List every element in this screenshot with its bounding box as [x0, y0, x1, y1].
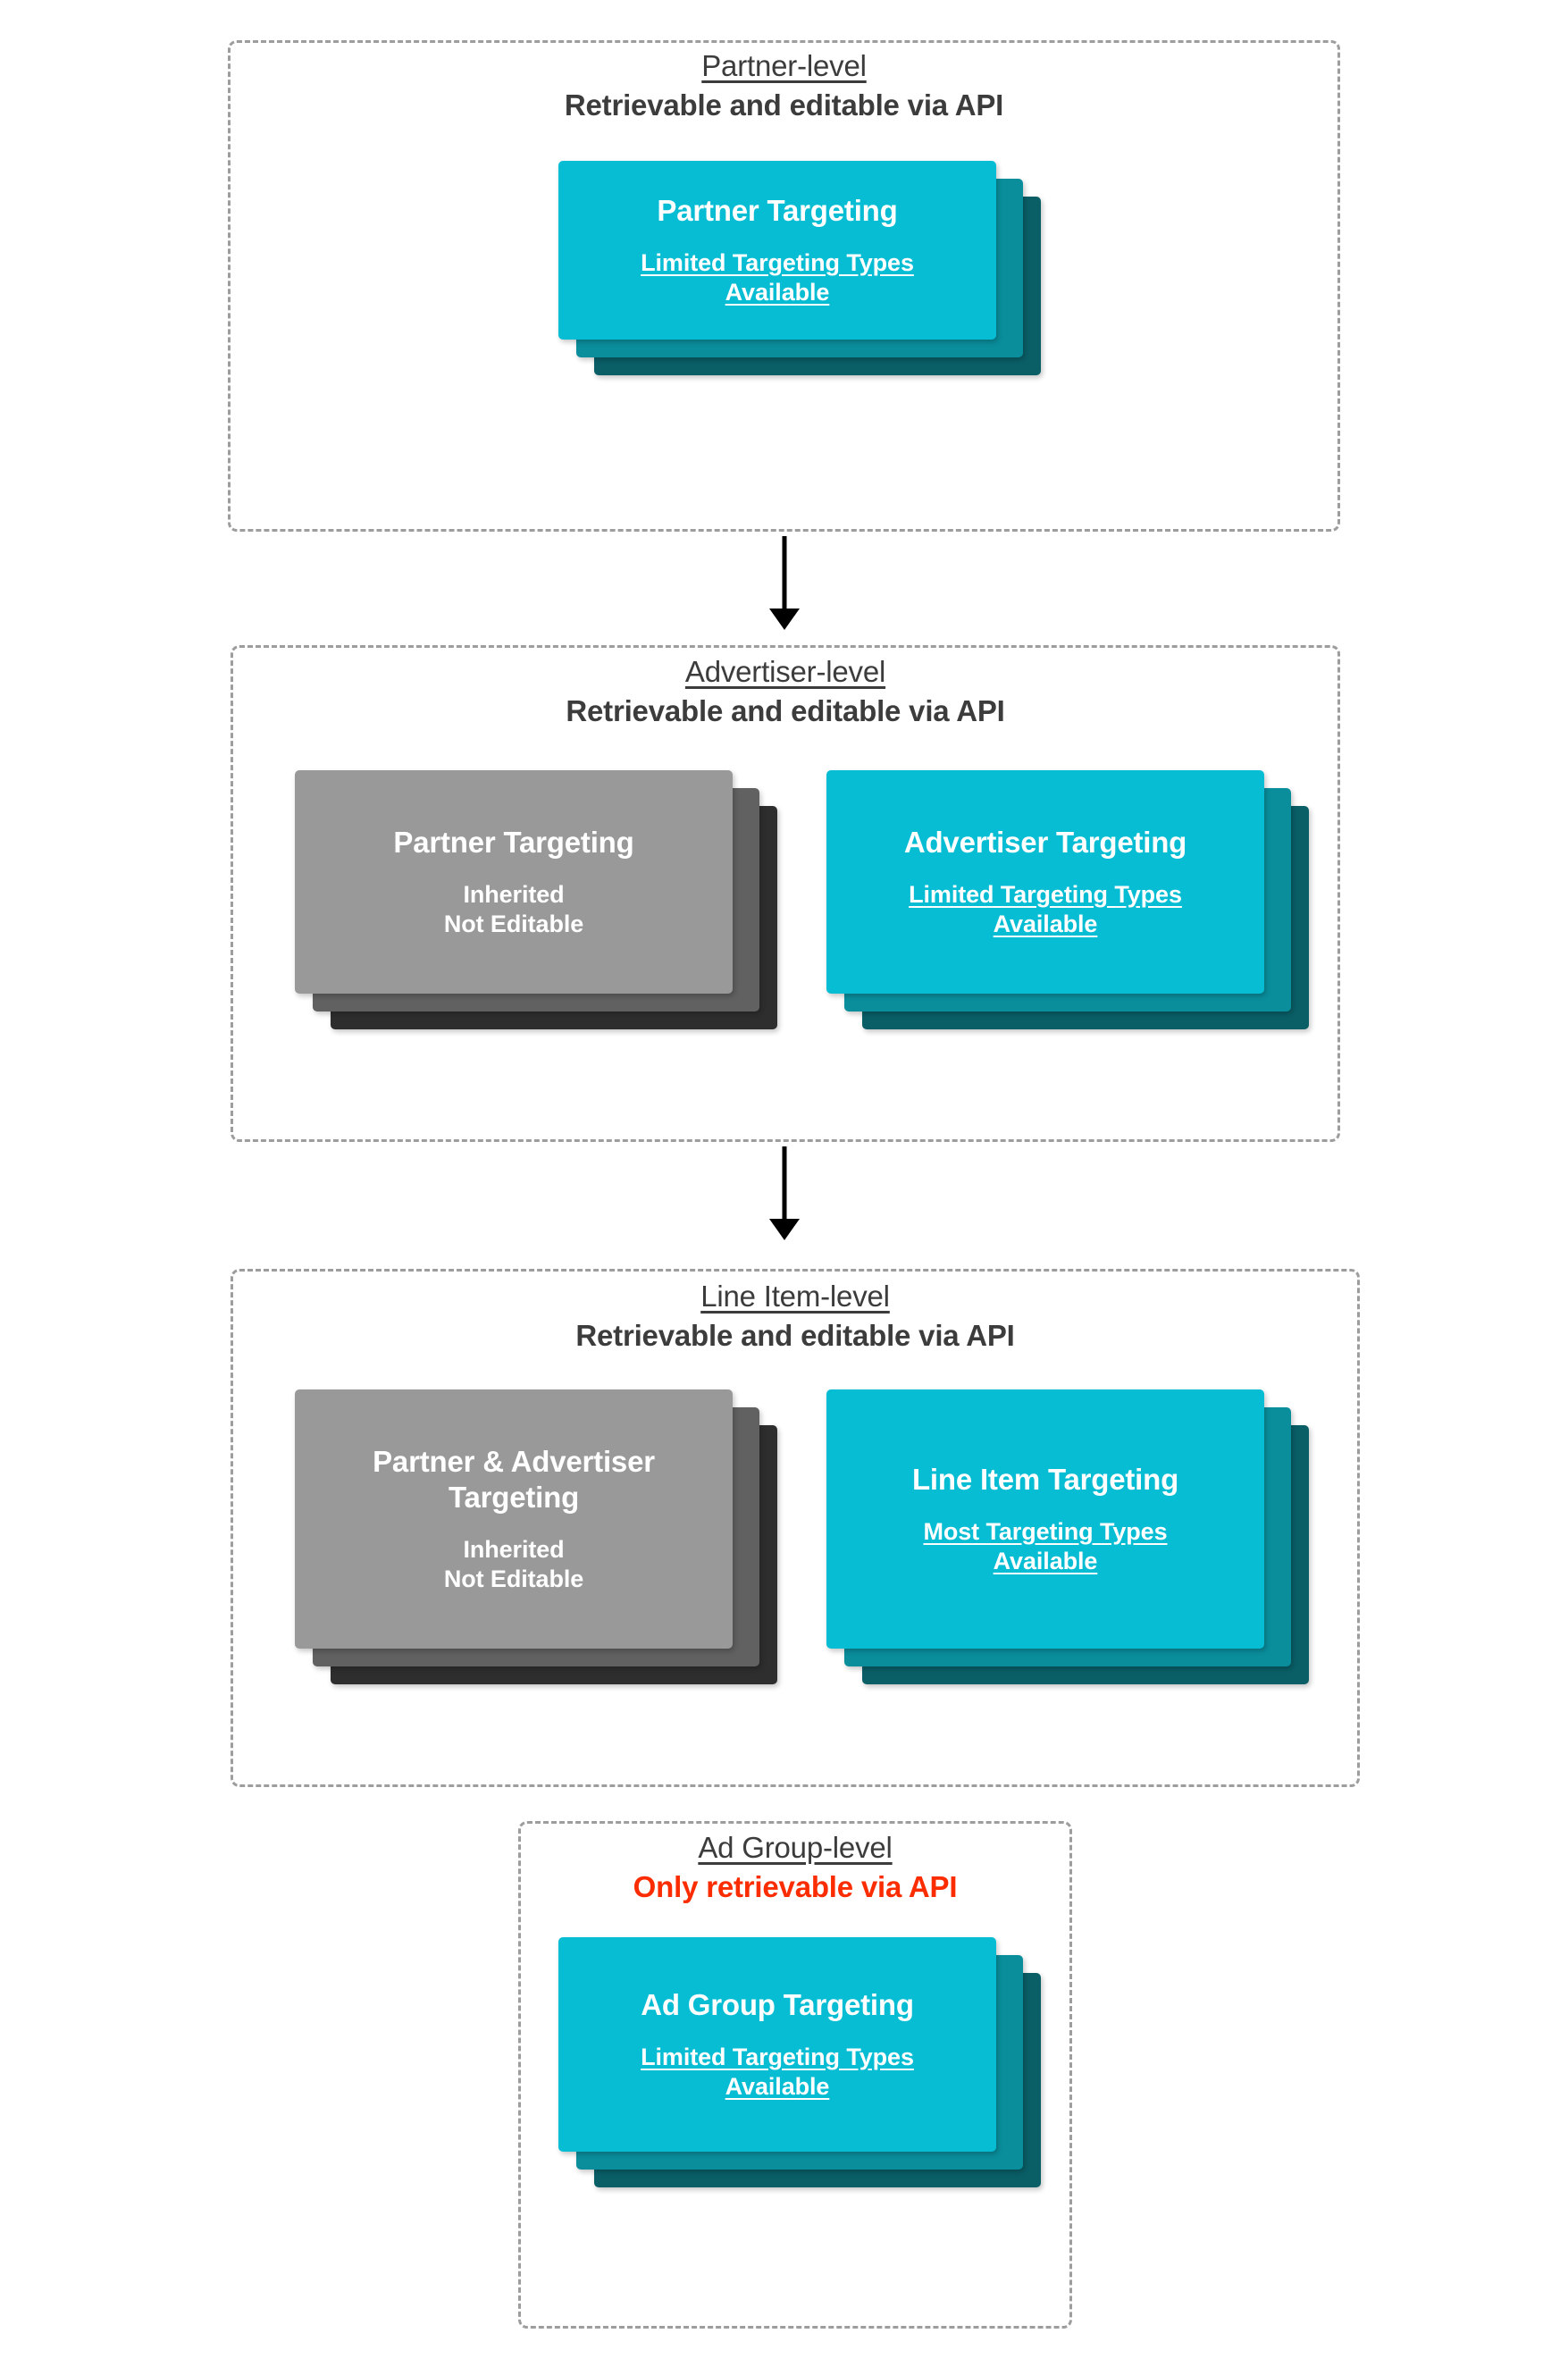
card-partner-targeting-subtitle-line1: Limited Targeting Types	[641, 248, 914, 276]
card-advertiser-inherited-title: Partner Targeting	[393, 826, 634, 860]
card-ad-group-targeting[interactable]: Ad Group Targeting Limited Targeting Typ…	[558, 1937, 1041, 2187]
card-advertiser-targeting-title: Advertiser Targeting	[903, 826, 1187, 860]
card-advertiser-inherited-subtitle: Inherited Not Editable	[444, 880, 583, 939]
arrow-advertiser-to-line-item	[764, 1146, 805, 1240]
card-advertiser-inherited-subtitle-line2: Not Editable	[443, 910, 584, 937]
card-advertiser-inherited-subtitle-line1: Inherited	[463, 880, 565, 908]
panel-partner-level-api-label: Retrievable and editable via API	[564, 88, 1004, 122]
card-ad-group-targeting-subtitle: Limited Targeting Types Available	[641, 2043, 914, 2102]
card-advertiser-inherited-partner-targeting[interactable]: Partner Targeting Inherited Not Editable	[295, 770, 777, 1029]
card-partner-targeting-subtitle-line2: Available	[725, 278, 830, 306]
panel-advertiser-level	[231, 645, 1340, 1142]
arrow-partner-to-advertiser-head	[769, 609, 800, 630]
card-line-item-inherited-subtitle-line2: Not Editable	[443, 1565, 584, 1592]
card-line-item-targeting-subtitle-line1: Most Targeting Types	[923, 1517, 1168, 1545]
card-line-item-inherited-front-layer[interactable]: Partner & Advertiser Targeting Inherited…	[295, 1389, 733, 1649]
card-line-item-inherited-subtitle-line1: Inherited	[463, 1535, 565, 1563]
card-ad-group-targeting-subtitle-line1: Limited Targeting Types	[641, 2043, 914, 2070]
card-partner-targeting[interactable]: Partner Targeting Limited Targeting Type…	[558, 161, 1041, 375]
panel-advertiser-level-label: Advertiser-level	[684, 655, 886, 688]
panel-ad-group-level-header: Ad Group-level Only retrievable via API	[518, 1831, 1072, 1905]
card-ad-group-targeting-title: Ad Group Targeting	[641, 1988, 914, 2022]
card-advertiser-targeting-subtitle-line2: Available	[993, 910, 1098, 937]
arrow-partner-to-advertiser	[764, 536, 805, 630]
arrow-advertiser-to-line-item-shaft	[782, 1146, 787, 1222]
card-advertiser-inherited-front-layer[interactable]: Partner Targeting Inherited Not Editable	[295, 770, 733, 994]
card-line-item-targeting-subtitle-line2: Available	[993, 1547, 1098, 1574]
card-partner-targeting-subtitle: Limited Targeting Types Available	[641, 248, 914, 307]
card-line-item-targeting-title: Line Item Targeting	[911, 1463, 1179, 1497]
card-advertiser-targeting-subtitle: Limited Targeting Types Available	[909, 880, 1182, 939]
panel-line-item-level-header: Line Item-level Retrievable and editable…	[231, 1280, 1360, 1354]
arrow-advertiser-to-line-item-head	[769, 1219, 800, 1240]
card-advertiser-targeting[interactable]: Advertiser Targeting Limited Targeting T…	[826, 770, 1309, 1029]
card-partner-targeting-title: Partner Targeting	[657, 194, 898, 228]
panel-line-item-level-label: Line Item-level	[700, 1280, 890, 1313]
panel-advertiser-level-header: Advertiser-level Retrievable and editabl…	[231, 655, 1340, 729]
card-line-item-targeting-subtitle: Most Targeting Types Available	[923, 1517, 1167, 1576]
panel-advertiser-level-api-label: Retrievable and editable via API	[566, 693, 1005, 727]
panel-line-item-level	[231, 1269, 1360, 1787]
card-advertiser-targeting-front-layer[interactable]: Advertiser Targeting Limited Targeting T…	[826, 770, 1264, 994]
card-line-item-inherited-targeting[interactable]: Partner & Advertiser Targeting Inherited…	[295, 1389, 777, 1684]
arrow-partner-to-advertiser-shaft	[782, 536, 787, 612]
panel-partner-level	[228, 40, 1340, 532]
panel-line-item-level-api-label: Retrievable and editable via API	[575, 1318, 1015, 1352]
card-advertiser-targeting-subtitle-line1: Limited Targeting Types	[909, 880, 1182, 908]
card-ad-group-targeting-front-layer[interactable]: Ad Group Targeting Limited Targeting Typ…	[558, 1937, 996, 2152]
card-line-item-targeting[interactable]: Line Item Targeting Most Targeting Types…	[826, 1389, 1309, 1684]
card-line-item-inherited-title: Partner & Advertiser Targeting	[373, 1445, 655, 1515]
panel-ad-group-level-label: Ad Group-level	[698, 1831, 893, 1864]
panel-ad-group-level	[518, 1821, 1072, 2329]
card-ad-group-targeting-subtitle-line2: Available	[725, 2072, 830, 2100]
panel-ad-group-level-api-label: Only retrievable via API	[633, 1869, 958, 1903]
panel-partner-level-label: Partner-level	[701, 49, 867, 82]
card-line-item-targeting-front-layer[interactable]: Line Item Targeting Most Targeting Types…	[826, 1389, 1264, 1649]
card-partner-targeting-front-layer[interactable]: Partner Targeting Limited Targeting Type…	[558, 161, 996, 340]
panel-partner-level-header: Partner-level Retrievable and editable v…	[228, 49, 1340, 123]
card-line-item-inherited-subtitle: Inherited Not Editable	[444, 1535, 583, 1594]
